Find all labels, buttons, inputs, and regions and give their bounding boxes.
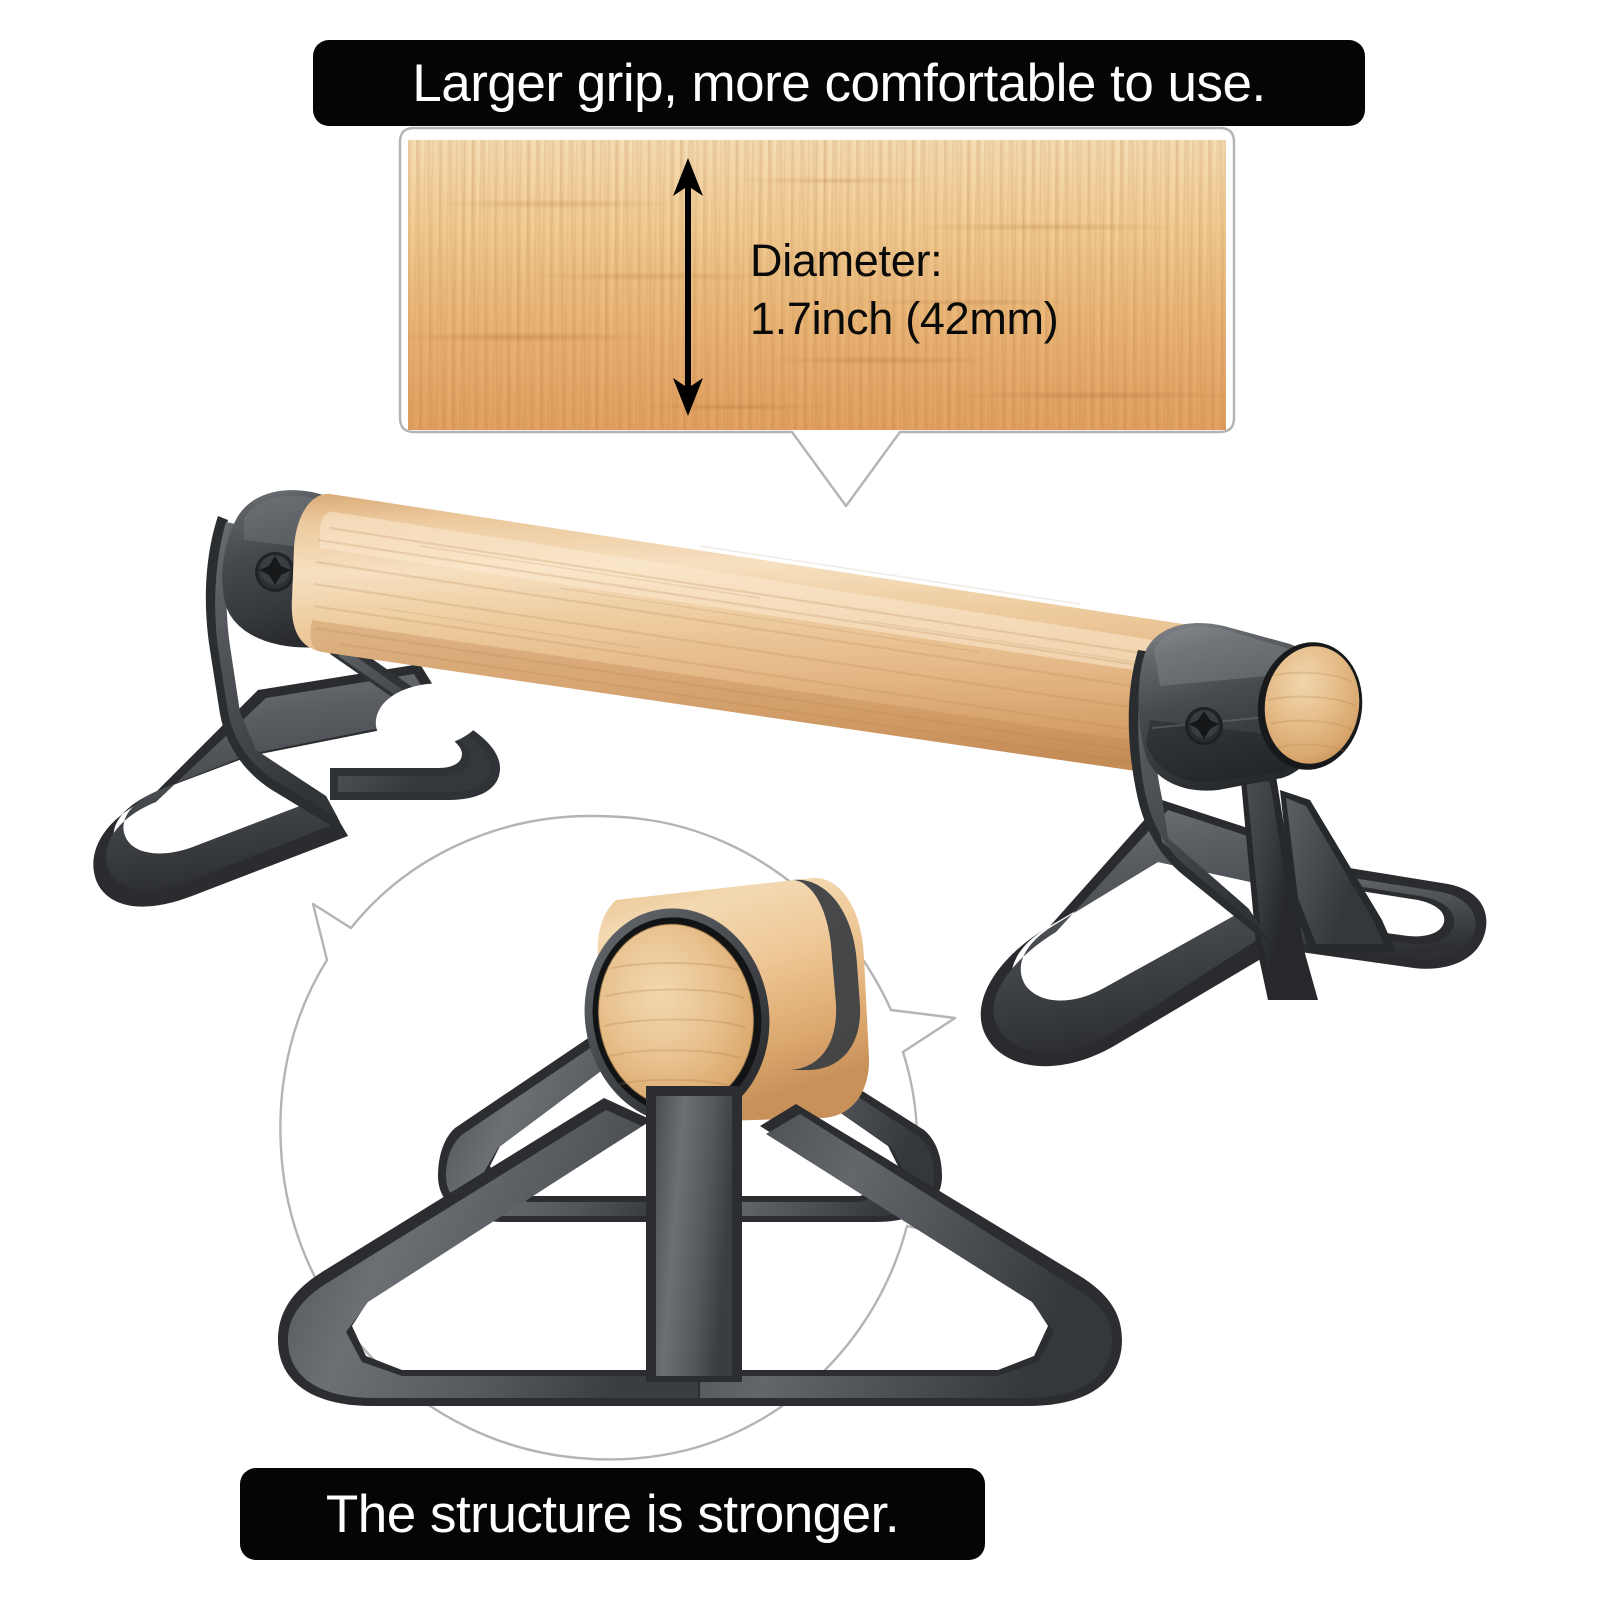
right-phillips-screw xyxy=(1185,707,1223,745)
right-center-post xyxy=(1246,778,1308,992)
top-caption-banner: Larger grip, more comfortable to use. xyxy=(313,40,1365,126)
diameter-callout-text: Diameter: 1.7inch (42mm) xyxy=(750,232,1059,347)
wood-grain-streaks xyxy=(408,140,1226,430)
right-wood-end-cap xyxy=(1264,646,1360,764)
left-foot-plate xyxy=(106,674,440,890)
diameter-value: 1.7inch (42mm) xyxy=(750,292,1059,344)
right-diagonal-web xyxy=(1286,798,1384,944)
wood-grain-texture xyxy=(408,140,1226,430)
inset-front-bracket xyxy=(278,1086,1122,1406)
diameter-arrow-icon xyxy=(673,158,703,416)
inset-wood-bar xyxy=(584,877,870,1124)
right-foot-near xyxy=(993,810,1278,1053)
right-bracket xyxy=(980,623,1487,1067)
wooden-grip-bar xyxy=(291,493,1239,779)
inset-wood-end-cap xyxy=(598,924,754,1108)
wood-grain-macro-image xyxy=(408,140,1226,430)
grip-bar-grain xyxy=(312,526,1215,774)
left-stem-plate xyxy=(215,522,338,818)
left-support-web xyxy=(338,648,490,792)
diameter-label: Diameter: xyxy=(750,235,943,286)
left-phillips-screw xyxy=(255,552,295,592)
diameter-callout-bubble: Diameter: 1.7inch (42mm) xyxy=(398,126,1236,508)
bottom-caption-banner: The structure is stronger. xyxy=(240,1468,985,1560)
left-foot-hole xyxy=(375,683,483,750)
